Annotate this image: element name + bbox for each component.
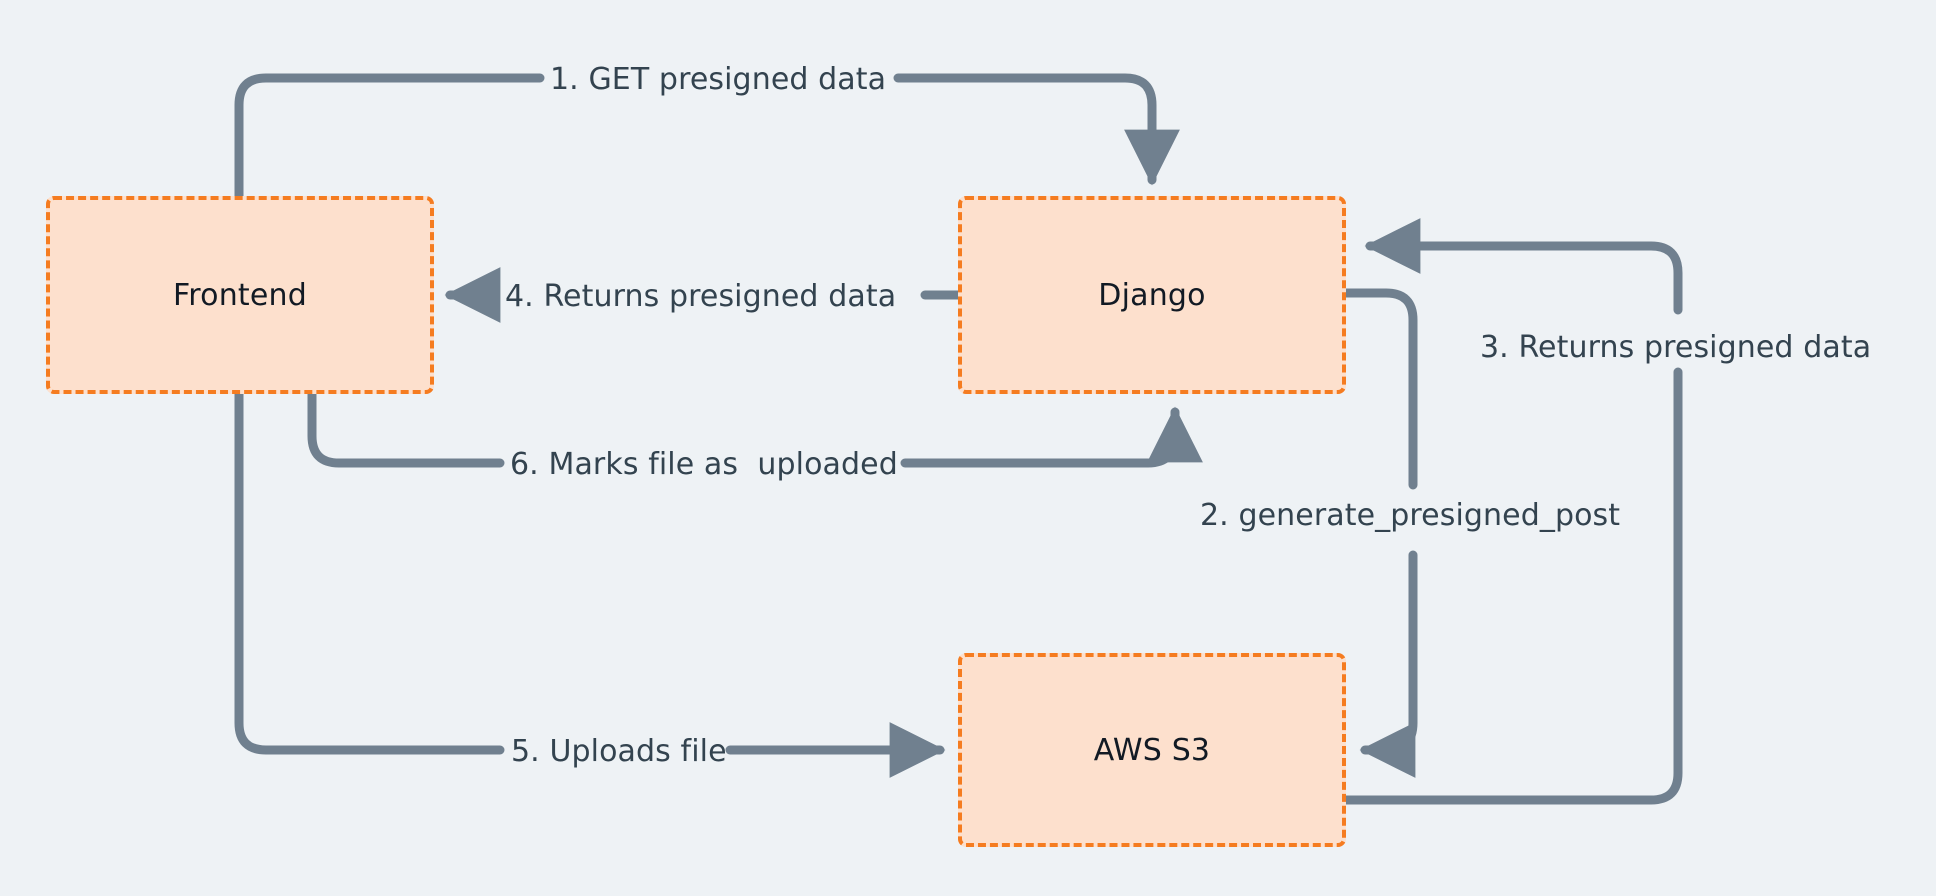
edge-1-path-b bbox=[893, 73, 1180, 186]
edge-1-path-a bbox=[234, 73, 545, 201]
edge-6-path-b bbox=[900, 406, 1203, 468]
node-aws-s3-label: AWS S3 bbox=[1093, 732, 1211, 768]
node-frontend-label: Frontend bbox=[173, 277, 307, 313]
node-django-label: Django bbox=[1098, 277, 1206, 313]
node-django[interactable]: Django bbox=[958, 196, 1346, 394]
edge-2-label: 2. generate_presigned_post bbox=[1200, 498, 1621, 533]
node-aws-s3[interactable]: AWS S3 bbox=[958, 653, 1346, 847]
edge-1-label: 1. GET presigned data bbox=[550, 62, 887, 97]
edge-6-label: 6. Marks file as uploaded bbox=[510, 447, 898, 482]
edge-5-label: 5. Uploads file bbox=[511, 734, 727, 769]
edge-3-label: 3. Returns presigned data bbox=[1480, 330, 1872, 365]
edge-2-path-b bbox=[1359, 550, 1418, 778]
node-frontend[interactable]: Frontend bbox=[46, 196, 434, 394]
edge-3-path-a bbox=[1340, 367, 1683, 805]
edge-5-path-a bbox=[234, 389, 505, 755]
edge-6-path-a bbox=[307, 389, 505, 468]
edge-3-path-b bbox=[1364, 218, 1683, 315]
edge-4-label: 4. Returns presigned data bbox=[505, 279, 897, 314]
edge-2-path-a bbox=[1340, 288, 1418, 490]
